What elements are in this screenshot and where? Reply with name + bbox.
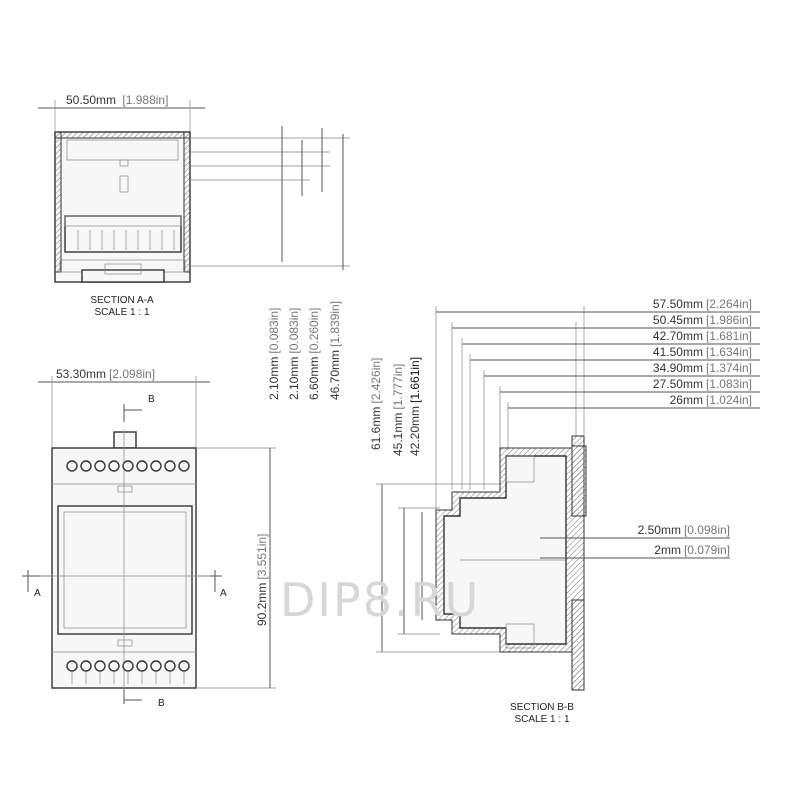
vdim-4: 46.70mm[1.839in] <box>328 301 342 400</box>
top-terminals <box>66 460 190 472</box>
svg-text:27.50mm[1.083in]: 27.50mm[1.083in] <box>653 377 752 391</box>
b-vdim-3: 42.20mm[1.661in] <box>408 357 422 456</box>
svg-text:57.50mm[2.264in]: 57.50mm[2.264in] <box>653 297 752 311</box>
front-height-dim: 90.2mm[3.551in] <box>255 534 269 626</box>
section-a-scale: SCALE 1 : 1 <box>94 307 149 318</box>
front-width-dim: 53.30mm[2.098in] <box>56 367 155 381</box>
svg-text:50.45mm[1.986in]: 50.45mm[1.986in] <box>653 313 752 327</box>
b-horizontal-dims: 57.50mm[2.264in] 50.45mm[1.986in] 42.70m… <box>653 297 752 407</box>
section-b-b: 57.50mm[2.264in] 50.45mm[1.986in] 42.70m… <box>369 297 760 725</box>
vdim-1: 2.10mm[0.083in] <box>267 308 281 400</box>
label-b-top: B <box>148 394 155 405</box>
width-dim-text: 50.50mm [1.988in] <box>66 93 168 107</box>
front-view: 53.30mm[2.098in] B B A A <box>22 367 276 709</box>
svg-text:42.70mm[1.681in]: 42.70mm[1.681in] <box>653 329 752 343</box>
section-a-a: 50.50mm [1.988in] <box>38 93 350 400</box>
label-b-bottom: B <box>158 698 165 709</box>
b-vdim-2: 45.1mm[1.777in] <box>391 364 405 456</box>
b-small-dim-1: 2.50mm[0.098in] <box>638 523 730 537</box>
terminal-teeth <box>77 230 175 250</box>
label-a-left: A <box>34 588 41 599</box>
section-b-scale: SCALE 1 : 1 <box>514 714 569 725</box>
svg-text:34.90mm[1.374in]: 34.90mm[1.374in] <box>653 361 752 375</box>
watermark: DIP8.RU <box>280 573 480 627</box>
vdim-3: 6.60mm[0.260in] <box>307 308 321 400</box>
svg-text:41.50mm[1.634in]: 41.50mm[1.634in] <box>653 345 752 359</box>
bottom-terminals <box>66 660 190 684</box>
svg-text:26mm[1.024in]: 26mm[1.024in] <box>670 393 752 407</box>
b-vdim-1: 61.6mm[2.426in] <box>369 358 383 450</box>
label-a-right: A <box>220 588 227 599</box>
b-small-dim-2: 2mm[0.079in] <box>654 543 730 557</box>
section-a-title: SECTION A-A <box>90 295 154 306</box>
section-b-title: SECTION B-B <box>510 702 574 713</box>
vdim-2: 2.10mm[0.083in] <box>287 308 301 400</box>
